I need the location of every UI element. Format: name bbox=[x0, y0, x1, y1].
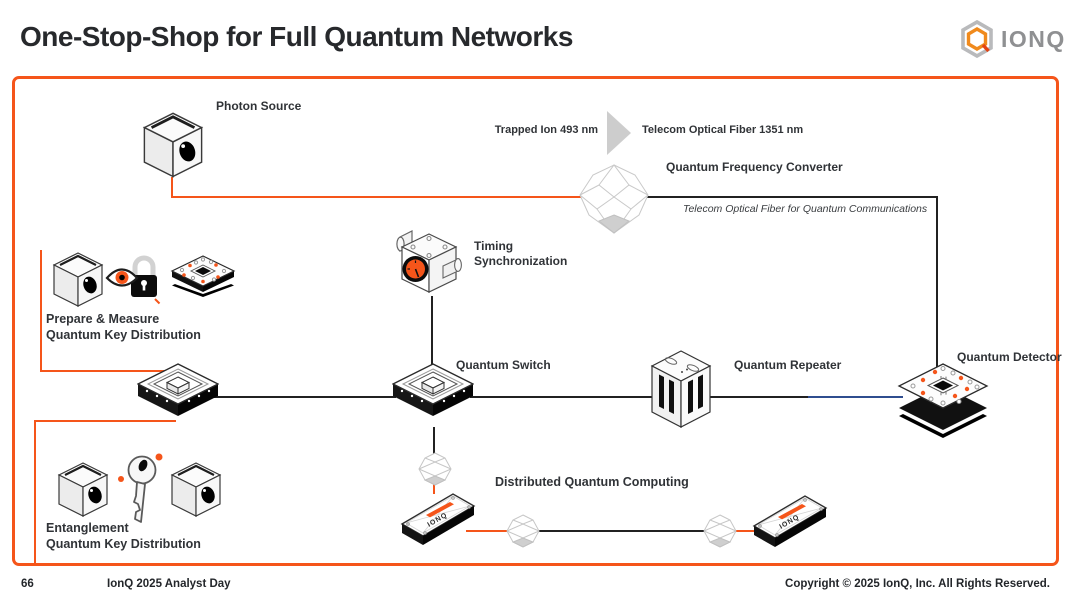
pm-chip-icon bbox=[170, 255, 236, 297]
telecom-fiber-to-detector bbox=[936, 196, 938, 368]
ent-qkd-label: Entanglement Quantum Key Distribution bbox=[46, 520, 201, 552]
ent-qkd-vertical-line bbox=[34, 420, 36, 563]
photon-source-label: Photon Source bbox=[216, 99, 302, 113]
conversion-arrow-icon bbox=[607, 111, 631, 155]
entangled-key-icon bbox=[118, 453, 163, 523]
quantum-detector-label: Quantum Detector bbox=[957, 350, 1062, 364]
pm-qkd-label-line2: Quantum Key Distribution bbox=[46, 328, 201, 342]
ionq-logo: IONQ bbox=[960, 20, 1066, 58]
pm-qkd-horizontal-line bbox=[40, 370, 168, 372]
footer-event-name: IonQ 2025 Analyst Day bbox=[107, 578, 231, 590]
blue-fiber-to-detector bbox=[808, 396, 903, 398]
photon-fiber-vertical bbox=[171, 177, 173, 197]
mini-converter-icon bbox=[703, 514, 737, 548]
photon-source-icon bbox=[142, 112, 204, 178]
timing-label: Timing Synchronization bbox=[474, 239, 567, 269]
qfc-fiber-label: Telecom Optical Fiber for Quantum Commun… bbox=[683, 203, 928, 215]
page-title: One-Stop-Shop for Full Quantum Networks bbox=[20, 21, 573, 52]
ent-qkd-horizontal-line bbox=[34, 420, 176, 422]
timing-synchronization-icon bbox=[396, 230, 462, 293]
quantum-frequency-converter-icon bbox=[579, 164, 649, 234]
timing-label-line2: Synchronization bbox=[474, 254, 568, 268]
converter-to-qpu-line bbox=[433, 480, 435, 494]
switch-down-line bbox=[433, 427, 435, 455]
mini-converter-icon bbox=[418, 452, 452, 486]
qpu1-out-fiber bbox=[466, 530, 512, 532]
ent-cube-right-icon bbox=[170, 462, 222, 517]
dqc-interconnect-line bbox=[536, 530, 708, 532]
ionq-hexagon-icon bbox=[961, 20, 993, 58]
telecom-fiber-label: Telecom Optical Fiber 1351 nm bbox=[642, 124, 804, 136]
page-number: 66 bbox=[21, 578, 34, 590]
photon-to-converter-fiber bbox=[171, 196, 583, 198]
trapped-ion-label: Trapped Ion 493 nm bbox=[494, 124, 598, 136]
timing-to-switch-line bbox=[431, 296, 433, 368]
pm-qkd-label-line1: Prepare & Measure bbox=[46, 312, 160, 326]
quantum-switch-label: Quantum Switch bbox=[456, 358, 551, 372]
qpu2-in-fiber bbox=[733, 530, 761, 532]
converter-telecom-fiber bbox=[645, 196, 938, 198]
ent-qkd-label-line2: Quantum Key Distribution bbox=[46, 537, 201, 551]
quantum-repeater-icon bbox=[650, 350, 712, 428]
pm-qkd-label: Prepare & Measure Quantum Key Distributi… bbox=[46, 311, 201, 343]
quantum-repeater-label: Quantum Repeater bbox=[734, 358, 842, 372]
ionq-qpu-icon: IONQ bbox=[752, 495, 828, 547]
dqc-label: Distributed Quantum Computing bbox=[495, 475, 689, 489]
ent-qkd-label-line1: Entanglement bbox=[46, 521, 129, 535]
qfc-label: Quantum Frequency Converter bbox=[666, 160, 843, 174]
switch-to-repeater-line bbox=[470, 396, 656, 398]
ionq-qpu-icon: IONQ bbox=[400, 493, 476, 545]
logo-wordmark: IONQ bbox=[1001, 25, 1066, 52]
quantum-switch-icon bbox=[392, 363, 474, 416]
qkd-node-to-switch-line bbox=[214, 396, 396, 398]
pm-cube-icon bbox=[52, 252, 104, 307]
qkd-endpoint-tray-icon bbox=[137, 363, 219, 416]
repeater-out-line bbox=[708, 396, 808, 398]
pm-qkd-vertical-line bbox=[40, 250, 42, 372]
ent-cube-left-icon bbox=[57, 462, 109, 517]
quantum-detector-icon bbox=[897, 363, 989, 438]
timing-label-line1: Timing bbox=[474, 239, 514, 253]
mini-converter-icon bbox=[506, 514, 540, 548]
eye-lock-icon bbox=[105, 255, 161, 305]
footer-copyright: Copyright © 2025 IonQ, Inc. All Rights R… bbox=[785, 578, 1050, 590]
